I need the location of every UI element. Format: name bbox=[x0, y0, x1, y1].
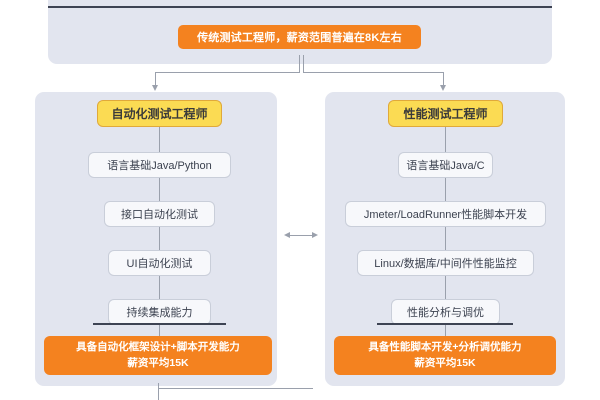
connector-branch-bar-left bbox=[155, 72, 300, 73]
bottom-merge-bar bbox=[158, 388, 313, 389]
connector-trunk-stub-left bbox=[299, 55, 300, 73]
performance-connector-2 bbox=[445, 178, 446, 202]
performance-role-header: 性能测试工程师 bbox=[388, 100, 503, 127]
automation-skill-chip-2: 接口自动化测试 bbox=[104, 201, 215, 227]
performance-connector-1 bbox=[445, 127, 446, 153]
automation-connector-4 bbox=[159, 276, 160, 300]
arrow-to-automation-panel bbox=[152, 85, 158, 91]
cross-branch-arrow-left-icon bbox=[284, 231, 290, 238]
top-divider-rule bbox=[48, 6, 552, 8]
cross-branch-arrow-right-icon bbox=[312, 231, 318, 238]
performance-skill-chip-2: Jmeter/LoadRunner性能脚本开发 bbox=[345, 201, 546, 227]
automation-bottom-connector bbox=[158, 383, 159, 400]
automation-outcome-line1: 具备自动化框架设计+脚本开发能力 bbox=[76, 341, 240, 354]
performance-skill-chip-1: 语言基础Java/C bbox=[398, 152, 493, 178]
automation-connector-5 bbox=[159, 325, 160, 337]
cross-branch-link-line bbox=[288, 235, 314, 236]
automation-connector-1 bbox=[159, 127, 160, 153]
automation-connector-2 bbox=[159, 178, 160, 202]
automation-outcome-box: 具备自动化框架设计+脚本开发能力 薪资平均15K bbox=[44, 336, 272, 375]
performance-outcome-separator bbox=[377, 323, 513, 325]
automation-skill-chip-1: 语言基础Java/Python bbox=[88, 152, 231, 178]
automation-skill-chip-4: 持续集成能力 bbox=[108, 299, 211, 325]
performance-connector-4 bbox=[445, 276, 446, 300]
automation-role-header: 自动化测试工程师 bbox=[97, 100, 222, 127]
connector-branch-drop-right bbox=[443, 72, 444, 86]
performance-skill-chip-3: Linux/数据库/中间件性能监控 bbox=[357, 250, 534, 276]
performance-connector-5 bbox=[445, 325, 446, 337]
performance-connector-3 bbox=[445, 227, 446, 251]
automation-skill-chip-3: UI自动化测试 bbox=[108, 250, 211, 276]
performance-skill-chip-4: 性能分析与调优 bbox=[391, 299, 500, 325]
performance-outcome-box: 具备性能脚本开发+分析调优能力 薪资平均15K bbox=[334, 336, 556, 375]
connector-branch-drop-left bbox=[155, 72, 156, 86]
connector-trunk-stub-right bbox=[303, 55, 304, 73]
traditional-tester-banner: 传统测试工程师，薪资范围普遍在8K左右 bbox=[178, 25, 421, 49]
automation-outcome-line2: 薪资平均15K bbox=[127, 356, 189, 369]
connector-branch-bar-right bbox=[303, 72, 443, 73]
performance-outcome-line2: 薪资平均15K bbox=[414, 356, 476, 369]
automation-outcome-separator bbox=[93, 323, 226, 325]
automation-connector-3 bbox=[159, 227, 160, 251]
performance-outcome-line1: 具备性能脚本开发+分析调优能力 bbox=[368, 341, 522, 354]
arrow-to-performance-panel bbox=[440, 85, 446, 91]
